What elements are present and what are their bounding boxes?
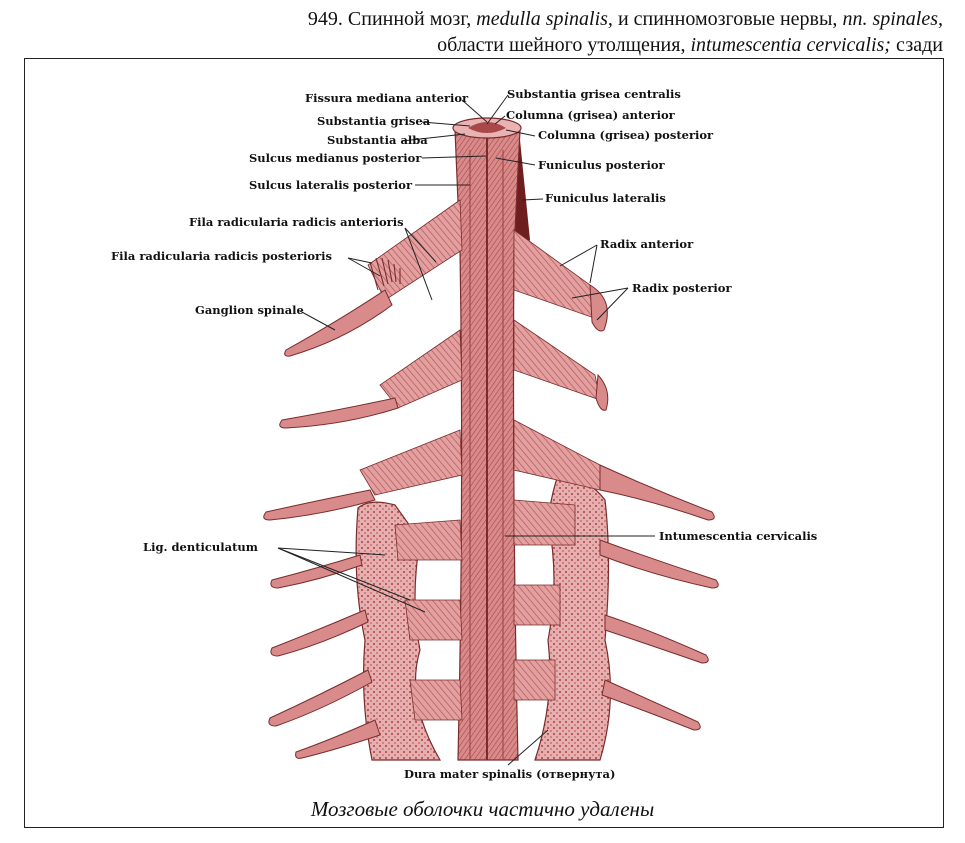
root-fan-left-6: [409, 679, 463, 721]
root-fan-left-4: [394, 519, 463, 561]
caption-text: и спинномозговые нервы,: [612, 8, 843, 30]
caption-latin: medulla spinalis,: [476, 8, 613, 30]
leader-lines: [277, 94, 655, 766]
label-lig-denticulatum: Lig. denticulatum: [143, 540, 258, 554]
spinal-nerves-left: [263, 289, 399, 759]
label-ganglion-spinale: Ganglion spinale: [195, 303, 304, 317]
caption-line-1: 949. Спинной мозг, medulla spinalis, и с…: [308, 6, 943, 32]
label-funiculus-posterior: Funiculus posterior: [538, 158, 666, 172]
fila-radicularia-posterioris-shape: [369, 257, 401, 291]
root-fan-right-6: [513, 659, 556, 701]
root-fan-left-5: [404, 599, 463, 641]
label-substantia-grisea: Substantia grisea: [317, 114, 431, 128]
label-columna-anterior: Columna (grisea) anterior: [506, 108, 676, 122]
label-sulcus-medianus-posterior: Sulcus medianus posterior: [249, 151, 422, 165]
label-fila-radicularia-anterioris: Fila radicularia radicis anterioris: [189, 215, 404, 229]
root-fan-left-2: [379, 329, 463, 409]
label-intumescentia-cervicalis: Intumescentia cervicalis: [659, 529, 817, 543]
label-sulcus-lateralis-posterior: Sulcus lateralis posterior: [249, 178, 413, 192]
label-radix-anterior: Radix anterior: [600, 237, 694, 251]
label-funiculus-lateralis: Funiculus lateralis: [545, 191, 666, 205]
label-dura-mater-spinalis: Dura mater spinalis (отвернута): [404, 767, 615, 781]
root-fan-right-4: [513, 499, 576, 546]
figure-footnote: Мозговые оболочки частично удалены: [310, 797, 655, 821]
label-radix-posterior: Radix posterior: [632, 281, 732, 295]
root-fan-right-2: [513, 319, 601, 401]
root-fan-right-3: [513, 419, 601, 491]
label-substantia-alba: Substantia alba: [327, 133, 428, 147]
spinal-nerves-right: [589, 284, 719, 731]
root-fan-right-1: [513, 229, 601, 321]
caption-latin: intumescentia cervicalis;: [690, 34, 891, 56]
caption-line-2: области шейного утолщения, intumescentia…: [437, 32, 943, 58]
label-columna-posterior: Columna (grisea) posterior: [538, 128, 714, 142]
caption-text: 949. Спинной мозг,: [307, 8, 477, 30]
label-substantia-grisea-centralis: Substantia grisea centralis: [507, 87, 681, 101]
caption-latin: nn. spinales,: [842, 8, 943, 30]
figure-frame: [24, 58, 944, 828]
grey-matter-section: [468, 122, 506, 133]
caption-text: сзади: [890, 34, 943, 56]
label-fila-radicularia-posterioris: Fila radicularia radicis posterioris: [111, 249, 332, 263]
caption-text: области шейного утолщения,: [437, 34, 691, 56]
label-fissura-mediana-anterior: Fissura mediana anterior: [305, 91, 469, 105]
root-fan-left-3: [359, 429, 463, 496]
root-fan-right-5: [513, 584, 561, 626]
